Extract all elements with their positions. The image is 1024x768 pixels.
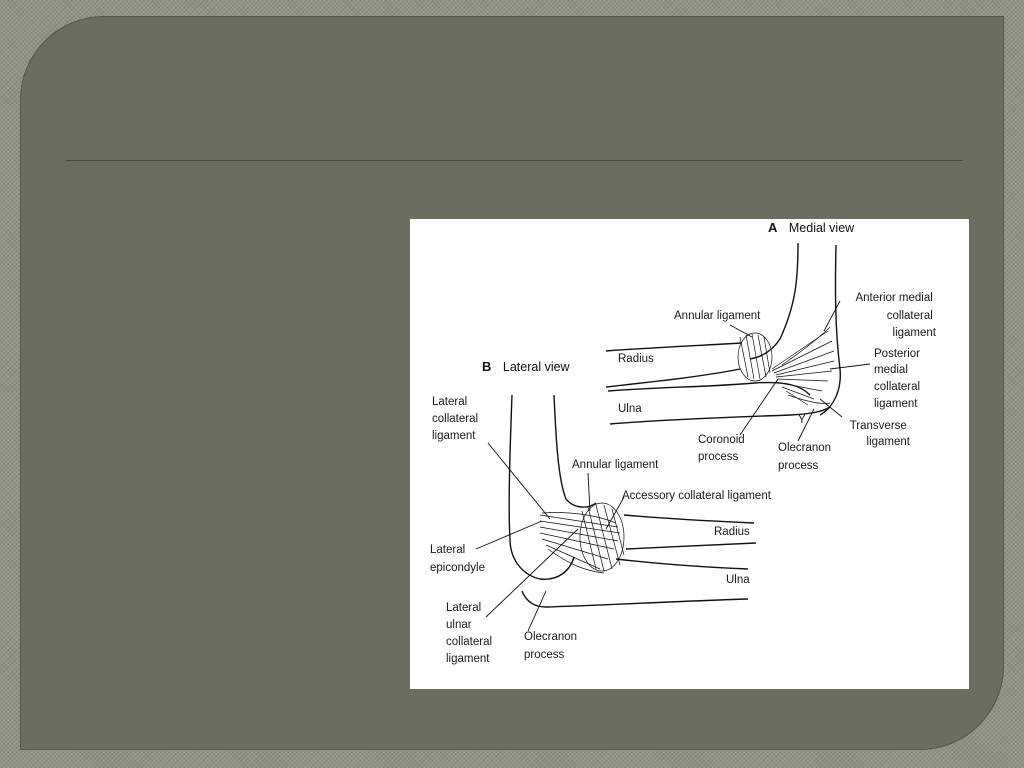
medial-humerus-front <box>750 243 798 359</box>
lateral-label-radius: Radius <box>714 526 750 538</box>
medial-view-letter: A <box>768 220 778 235</box>
lateral-label-olecranon: Olecranon process <box>524 631 580 661</box>
medial-view: A Medial view Y <box>606 220 937 472</box>
medial-label-ulna: Ulna <box>618 403 642 415</box>
lateral-label-ulna: Ulna <box>726 574 750 586</box>
medial-annular-ligament <box>738 333 772 381</box>
medial-radius-lower <box>606 369 740 387</box>
medial-lead-transverse <box>820 399 842 417</box>
lateral-lead-annular <box>588 473 590 511</box>
medial-lead-annular <box>730 325 752 337</box>
medial-label-annular: Annular ligament <box>674 310 761 322</box>
medial-lead-coronoid <box>740 379 778 435</box>
medial-humerus-back <box>820 245 840 415</box>
medial-lead-anterior <box>824 301 840 331</box>
lateral-lead-collateral <box>488 443 550 519</box>
medial-label-posterior-medial: Posterior medial collateral ligament <box>874 348 923 410</box>
lateral-label-accessory: Accessory collateral ligament <box>622 490 772 502</box>
lateral-view: B Lateral view <box>430 359 772 665</box>
medial-label-olecranon: Olecranon process <box>778 442 834 472</box>
lateral-ulna-lower <box>522 591 748 607</box>
medial-label-coronoid: Coronoid process <box>698 434 748 463</box>
medial-radius-upper <box>606 343 742 351</box>
lateral-humerus-back <box>554 395 596 507</box>
medial-collateral-fan <box>772 327 834 405</box>
medial-view-heading: A Medial view <box>768 220 855 235</box>
elbow-ligament-diagram: A Medial view Y <box>410 219 969 689</box>
lateral-view-title: Lateral view <box>503 360 571 374</box>
medial-label-radius: Radius <box>618 353 654 365</box>
medial-label-transverse: Transverse ligament <box>850 420 911 448</box>
medial-view-title: Medial view <box>789 221 855 235</box>
lateral-view-heading: B Lateral view <box>482 359 571 374</box>
medial-lead-posterior <box>830 364 870 369</box>
medial-label-anterior-medial: Anterior medial collateral ligament <box>855 292 936 339</box>
lateral-lead-olecranon <box>528 591 546 631</box>
diagram-canvas: A Medial view Y <box>410 219 969 689</box>
lateral-label-annular: Annular ligament <box>572 459 659 471</box>
lateral-radius-upper <box>624 515 754 523</box>
lateral-label-ulnar-collateral: Lateral ulnar collateral ligament <box>446 602 495 665</box>
lateral-annular-ligament <box>580 503 624 571</box>
medial-ulna-lower <box>610 407 830 424</box>
lateral-ulna-upper <box>616 559 748 569</box>
lateral-view-letter: B <box>482 359 491 374</box>
medial-ulna-upper <box>608 383 810 396</box>
medial-small-mark: Y <box>798 414 806 426</box>
title-divider <box>66 160 963 161</box>
lateral-humerus-front <box>509 395 574 579</box>
lateral-radius-lower <box>626 543 756 549</box>
lateral-label-collateral: Lateral collateral ligament <box>432 396 481 442</box>
